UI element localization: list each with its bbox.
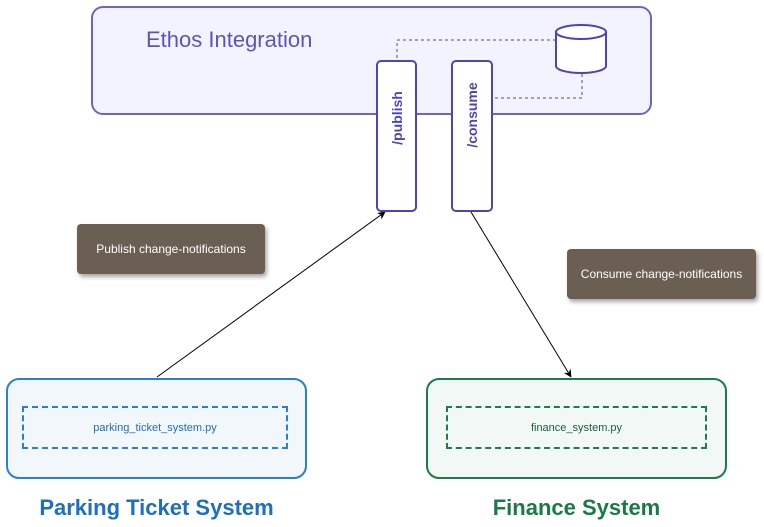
finance-system-title: Finance System [492, 495, 661, 520]
datastore-to-consume-link [493, 74, 583, 99]
finance-system-script: finance_system.py [446, 406, 707, 449]
publish-notifications-note: Publish change-notifications [77, 224, 265, 274]
parking-ticket-script: parking_ticket_system.py [22, 406, 288, 449]
finance-system-box [426, 378, 727, 479]
publish-arrow [156, 211, 386, 378]
parking-ticket-system-title: Parking Ticket System [39, 495, 274, 520]
consume-endpoint-label: /consume [464, 82, 480, 148]
publish-endpoint: /publish [376, 60, 417, 212]
consume-arrow [470, 211, 572, 378]
consume-notifications-note: Consume change-notifications [567, 249, 756, 299]
datastore-to-publish-link [396, 39, 556, 60]
database-cylinder-icon [555, 24, 607, 74]
consume-endpoint: /consume [451, 60, 493, 212]
ethos-integration-title: Ethos Integration [146, 27, 313, 52]
parking-ticket-system-box [6, 378, 307, 479]
publish-endpoint-label: /publish [388, 91, 405, 146]
